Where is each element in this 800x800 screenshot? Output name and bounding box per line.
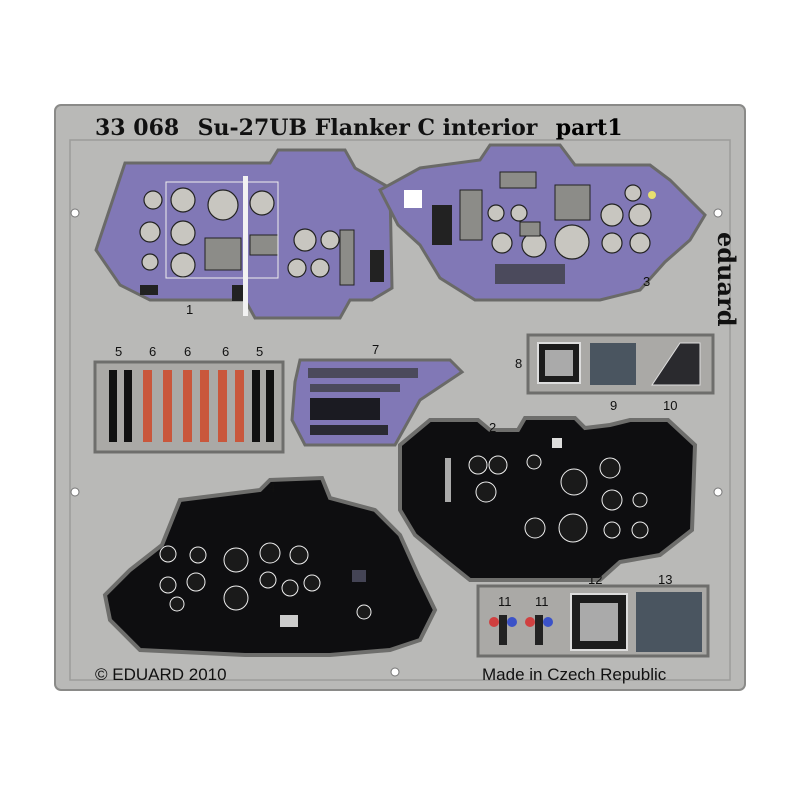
part-9-film <box>590 343 636 385</box>
part-13-film <box>636 592 702 652</box>
part-2-instruments <box>445 438 649 543</box>
part-4-panel <box>102 475 438 657</box>
fret-hole <box>390 667 400 677</box>
kit-name: Su-27UB Flanker C interior <box>198 115 538 141</box>
part-label-11a: 11 <box>498 594 512 609</box>
part-label-10: 10 <box>663 398 677 413</box>
part-label-8: 8 <box>515 356 522 371</box>
part-7-details <box>308 368 418 435</box>
part-4-instruments <box>159 542 372 627</box>
part-label-6c: 6 <box>222 344 229 359</box>
part-label-4: 4 <box>268 480 275 495</box>
fret-hole <box>713 487 723 497</box>
copyright-text: © EDUARD 2010 <box>95 665 227 684</box>
fret-title: 33 068 Su-27UB Flanker C interior part1 <box>95 115 623 141</box>
part-10-panel <box>651 342 701 386</box>
part-label-1: 1 <box>186 302 193 317</box>
parts-5-6-strips <box>109 370 274 442</box>
part-label-6a: 6 <box>149 344 156 359</box>
part-3-panel <box>377 143 707 302</box>
part-label-11b: 11 <box>535 594 549 609</box>
part-1-instruments <box>139 176 384 316</box>
part-label-3: 3 <box>643 274 650 289</box>
part-label-12: 12 <box>588 572 602 587</box>
part-11-switches <box>489 615 553 645</box>
catalog-number: 33 068 <box>95 115 179 141</box>
brand-logo-text: eduard <box>712 232 741 327</box>
part-3-instruments <box>404 171 656 284</box>
fret-inner-frame <box>69 139 731 681</box>
fret-hole <box>713 208 723 218</box>
kit-part: part1 <box>556 115 623 141</box>
part-label-5b: 5 <box>256 344 263 359</box>
part-label-5a: 5 <box>115 344 122 359</box>
fret-hole <box>70 208 80 218</box>
origin-text: Made in Czech Republic <box>482 665 667 684</box>
part-label-7: 7 <box>372 342 379 357</box>
part-2-panel <box>398 416 698 582</box>
part-label-6b: 6 <box>184 344 191 359</box>
fret-hole <box>70 487 80 497</box>
part-label-2: 2 <box>489 420 496 435</box>
part-label-9: 9 <box>610 398 617 413</box>
part-label-13: 13 <box>658 572 672 587</box>
